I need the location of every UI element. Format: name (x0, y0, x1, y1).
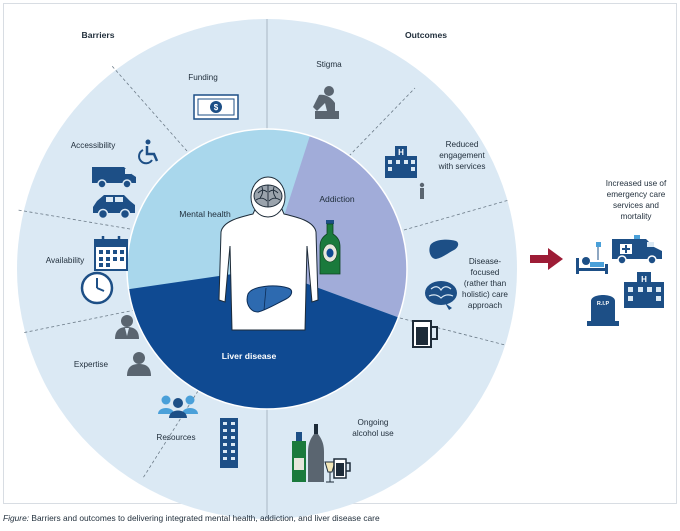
resources-label: Resources (156, 433, 195, 442)
disease-focused-label-line: Disease- (469, 257, 502, 266)
accessibility-label: Accessibility (71, 141, 116, 150)
brain-icon (425, 281, 457, 310)
sector-line (348, 87, 416, 157)
increased-label-line: Increased use of (606, 179, 667, 188)
ongoing-label-line: Ongoing (358, 418, 389, 427)
increased-label-line: mortality (621, 212, 653, 221)
outcomes-header: Outcomes (405, 30, 447, 40)
beer-mug-icon (412, 320, 438, 348)
sector-line (17, 209, 131, 230)
caption-text: Barriers and outcomes to delivering inte… (29, 513, 380, 523)
liver-icon (246, 285, 293, 313)
office-building-icon (220, 418, 238, 468)
figure-caption: Figure: Barriers and outcomes to deliver… (3, 513, 678, 523)
sector-line (111, 65, 188, 152)
liver-disease-label: Liver disease (222, 351, 277, 361)
addiction-label: Addiction (319, 194, 355, 204)
wheelchair-icon (138, 139, 159, 165)
expert-person-icon (115, 315, 139, 339)
stigma-label: Stigma (316, 60, 342, 69)
sector-line (403, 199, 510, 231)
disease-focused-label-line: holistic) care (462, 290, 508, 299)
sector-line (142, 390, 199, 479)
liver-disease-sector (127, 269, 407, 409)
reduced-label-line: engagement (439, 151, 485, 160)
barriers-header: Barriers (82, 30, 115, 40)
clock-icon (80, 271, 114, 305)
svg-text:H: H (641, 275, 647, 284)
increased-label-line: services and (613, 201, 659, 210)
expertise-label: Expertise (74, 360, 109, 369)
reduced-label-line: with services (438, 162, 486, 171)
tombstone-icon: R.I.P (587, 295, 619, 326)
beer-bottle-icon (319, 220, 341, 275)
car-icon (93, 195, 135, 220)
hospital-icon: H (624, 272, 664, 308)
ongoing-label-line: alcohol use (352, 429, 394, 438)
disease-focused-label-line: focused (471, 268, 500, 277)
stigma-person-icon (313, 86, 339, 119)
calendar-icon (94, 236, 128, 271)
liver-icon (429, 239, 459, 259)
expert-person-icon (127, 352, 151, 376)
alcohol-bottles-icon (292, 424, 351, 483)
sector-line (21, 309, 136, 334)
disease-focused-label-line: (rather than (464, 279, 507, 288)
svg-text:R.I.P: R.I.P (597, 301, 610, 307)
mental-health-label: Mental health (179, 209, 231, 219)
brain-icon (253, 184, 283, 208)
banknote-icon: $ (193, 94, 239, 120)
caption-prefix: Figure: (3, 513, 30, 523)
increased-label-line: emergency care (607, 190, 666, 199)
funding-label: Funding (188, 73, 218, 82)
van-icon (92, 167, 136, 189)
availability-label: Availability (46, 256, 85, 265)
reduced-label-line: Reduced (446, 140, 479, 149)
outcome-arrow-icon (530, 248, 563, 270)
small-person-icon (419, 182, 425, 199)
svg-text:$: $ (214, 103, 219, 112)
disease-focused-label-line: approach (468, 301, 503, 310)
ambulance-icon (612, 235, 662, 265)
hospital-icon: H (385, 146, 417, 178)
hospital-bed-icon (576, 242, 608, 274)
people-group-icon (158, 395, 198, 418)
svg-text:H: H (398, 148, 404, 157)
